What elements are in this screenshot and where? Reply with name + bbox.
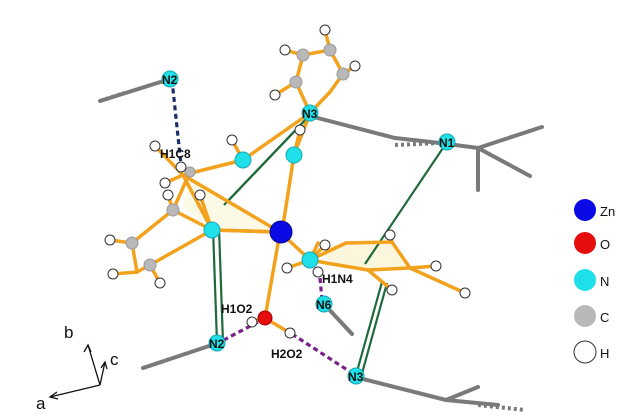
element-legend: Zn O N C H — [573, 199, 615, 364]
legend-o-swatch — [574, 232, 596, 254]
axis-c-label: c — [110, 350, 119, 369]
axis-a-label: a — [36, 394, 46, 413]
label-h2o2: H2O2 — [271, 347, 303, 361]
atom-zn — [269, 220, 293, 244]
atom-n3-bottom — [347, 367, 365, 385]
atom-n3-top — [301, 104, 319, 122]
axis-b-label: b — [64, 323, 73, 342]
external-bonds-dashed — [99, 91, 526, 412]
legend-zn-label: Zn — [600, 204, 615, 219]
label-n2-bottom: N2 — [209, 337, 225, 351]
ring-fill-right — [318, 242, 410, 270]
atom-n1 — [438, 133, 456, 151]
atom-labels: N2 N3 N1 H1C8 H1N4 N6 H1O2 N2 H2O2 N3 — [160, 73, 455, 384]
hbond-h2o2-n3 — [291, 332, 353, 375]
legend-c-swatch — [574, 305, 596, 327]
hydrogen-atoms — [104, 24, 471, 339]
legend-n-label: N — [600, 274, 609, 289]
axes-indicator — [48, 343, 108, 400]
atom-n2-top — [161, 70, 179, 88]
atom-o2 — [257, 310, 273, 326]
legend-h-swatch — [573, 340, 597, 364]
hbond-h1c8-n2 — [170, 79, 183, 166]
legend-h-label: H — [600, 346, 609, 361]
legend-zn-swatch — [574, 199, 596, 221]
label-n6: N6 — [316, 298, 332, 312]
legend-o-label: O — [600, 237, 610, 252]
label-h1n4: H1N4 — [322, 272, 353, 286]
label-n3-top: N3 — [302, 107, 318, 121]
atom-n6 — [315, 295, 333, 313]
label-n3-bottom: N3 — [348, 370, 364, 384]
label-h1o2: H1O2 — [221, 302, 253, 316]
label-n2-top: N2 — [162, 73, 178, 87]
label-n1: N1 — [439, 136, 455, 150]
legend-n-swatch — [574, 269, 596, 291]
legend-c-label: C — [600, 310, 609, 325]
carbon-atoms — [125, 43, 350, 272]
atom-n2-bottom — [208, 334, 226, 352]
label-h1c8: H1C8 — [160, 147, 191, 161]
nitrogen-atoms — [161, 70, 456, 385]
